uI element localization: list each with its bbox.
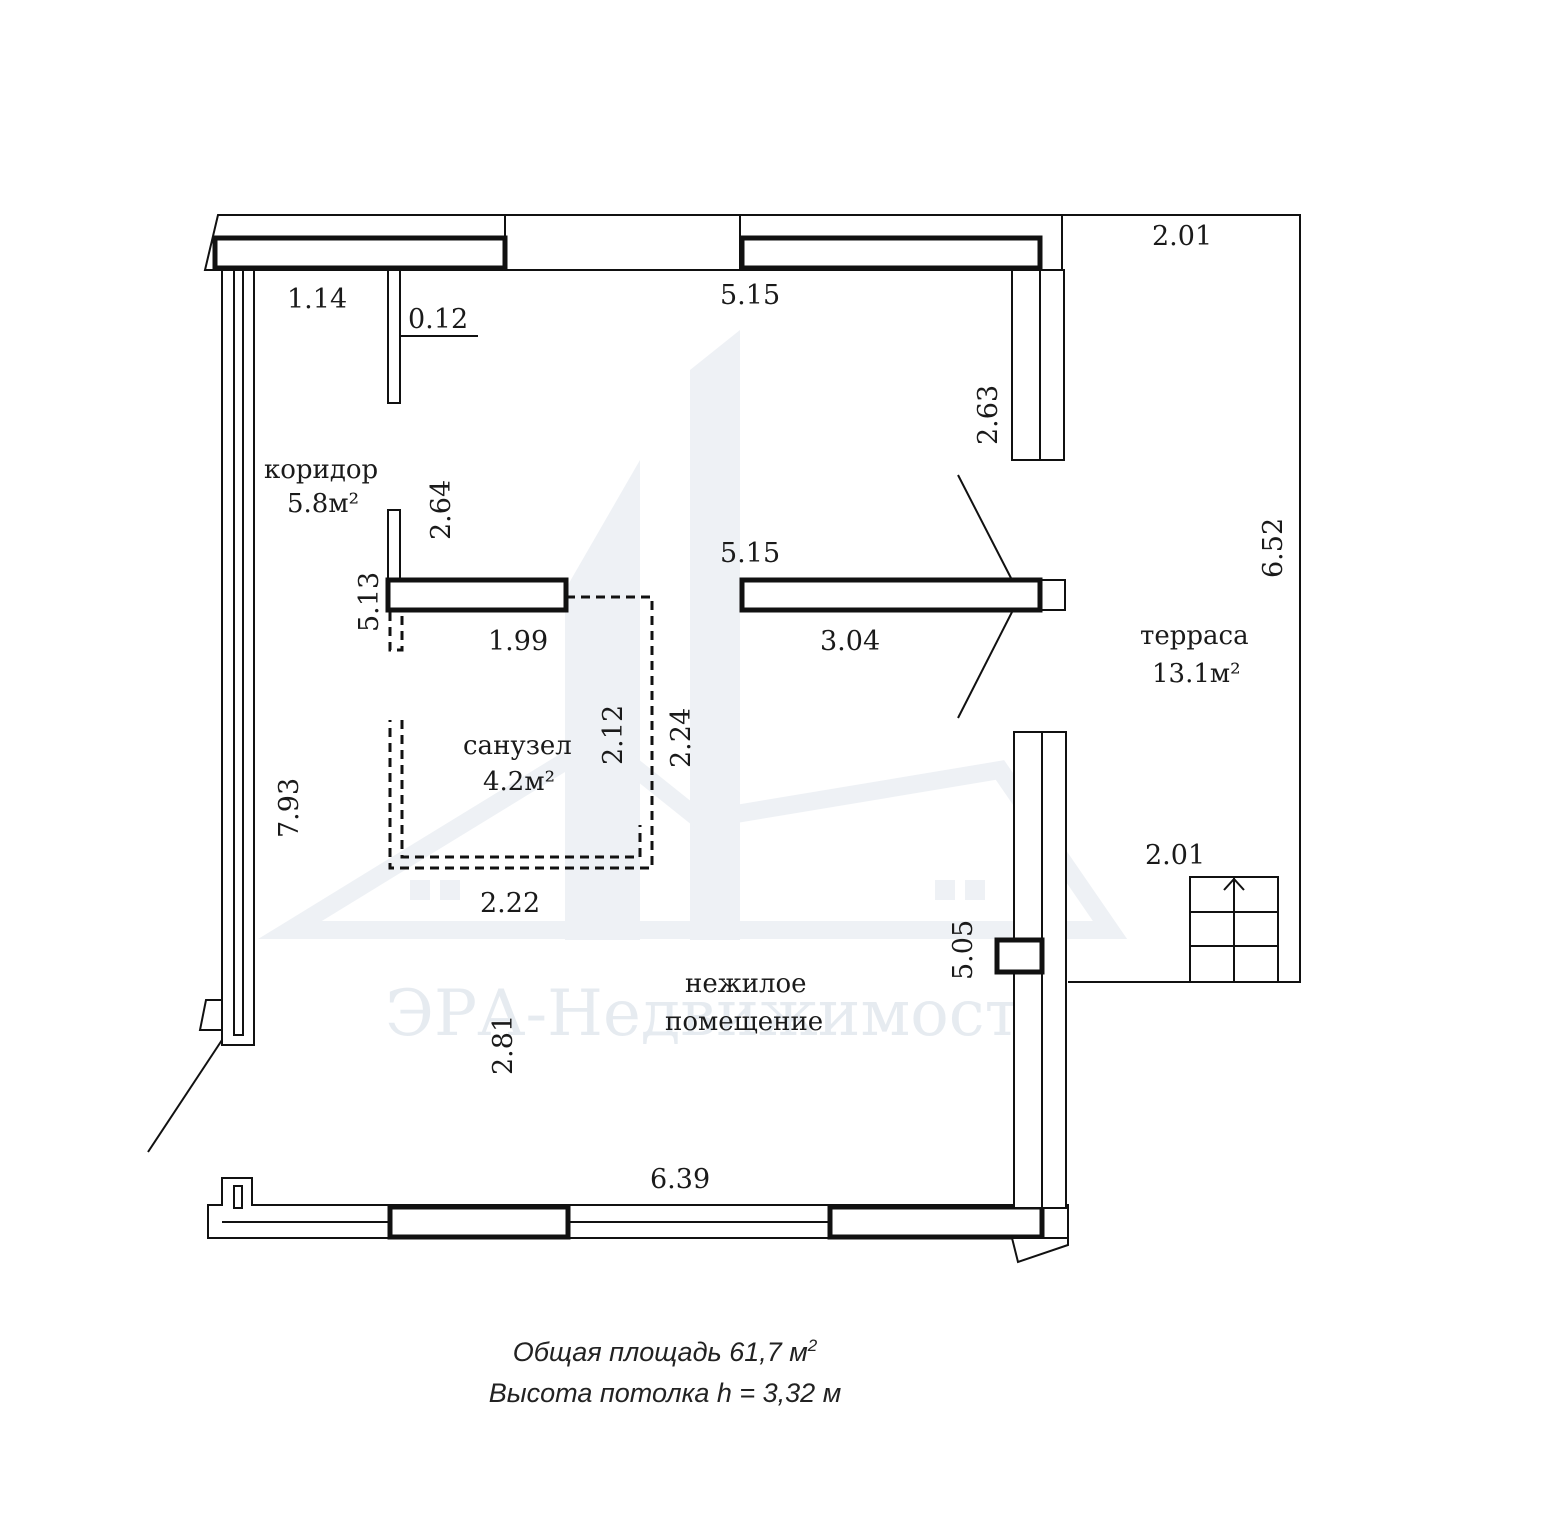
room-terrace-name: терраса <box>1140 621 1249 651</box>
wall-right-lower <box>994 731 1067 1209</box>
dim-bath-wall-top: 1.99 <box>488 626 548 657</box>
wall-top <box>203 214 1063 271</box>
dim-top-left-wall: 1.14 <box>287 284 347 315</box>
watermark <box>258 330 1128 940</box>
dim-terrace-bottom: 2.01 <box>1145 840 1205 871</box>
dim-bottom-wall: 6.39 <box>650 1164 710 1195</box>
stairs-arrow-icon <box>1223 877 1245 891</box>
room-main-name-line2: помещение <box>665 1007 823 1037</box>
window-top-right <box>739 235 1043 271</box>
dim-bath-outer-height: 2.24 <box>666 708 697 768</box>
dim-terrace-depth: 6.52 <box>1258 518 1289 578</box>
caption-total-area-sup: 2 <box>807 1336 818 1355</box>
watermark-window <box>410 880 430 900</box>
room-corridor-area: 5.8м² <box>287 489 359 519</box>
wall-left <box>147 269 255 1153</box>
dim-main-room-depth: 2.81 <box>488 1015 519 1075</box>
dim-partition-thickness: 0.12 <box>408 304 468 335</box>
watermark-window <box>935 880 955 900</box>
stairs <box>1189 876 1279 983</box>
door-terrace <box>957 474 1066 719</box>
dim-bath-bottom: 2.22 <box>480 888 540 919</box>
column <box>994 937 1045 975</box>
watermark-window <box>965 880 985 900</box>
watermark-window <box>440 880 460 900</box>
room-main-name-line1: нежилое <box>685 969 807 999</box>
terrace-outline <box>1062 214 1301 983</box>
window-bottom-left <box>387 1204 571 1240</box>
dim-inner-wall-top: 5.15 <box>720 538 780 569</box>
room-bathroom-area: 4.2м² <box>483 767 555 797</box>
wall-inner-left <box>385 577 569 613</box>
dim-right-wall-lower: 5.05 <box>948 920 979 980</box>
door-swing-entrance <box>147 1039 223 1153</box>
dim-terrace-top: 2.01 <box>1152 221 1212 252</box>
dim-corridor-length: 5.13 <box>354 572 385 632</box>
window-bottom-right <box>827 1204 1045 1240</box>
caption-total-area-text: Общая площадь 61,7 м <box>512 1337 808 1367</box>
door-jamb-left <box>198 999 223 1031</box>
wall-bottom <box>207 1177 1069 1264</box>
caption-total-area: Общая площадь 61,7 м2 <box>0 1336 1330 1368</box>
dim-right-wall-upper: 2.63 <box>973 385 1004 445</box>
watermark-building-left <box>565 460 640 940</box>
watermark-building-right <box>690 330 740 940</box>
partition-corridor <box>387 269 478 583</box>
dim-inner-wall-right: 3.04 <box>820 626 880 657</box>
caption-ceiling-height: Высота потолка h = 3,32 м <box>488 1378 842 1408</box>
dim-bath-inner-height: 2.12 <box>598 705 629 765</box>
room-bathroom-name: санузел <box>463 731 572 761</box>
bathroom-outline <box>388 595 654 870</box>
dim-left-wall: 7.93 <box>274 778 305 838</box>
dim-top-wall: 5.15 <box>720 280 780 311</box>
room-corridor-name: коридор <box>264 455 378 485</box>
watermark-roof <box>258 729 1128 939</box>
room-terrace-area: 13.1м² <box>1152 659 1241 689</box>
wall-inner-right <box>739 577 1043 613</box>
wall-right-upper <box>1011 269 1065 461</box>
watermark-text: ЭРА-Недвижимость <box>385 977 1055 1051</box>
window-top-left <box>212 235 508 271</box>
dim-corridor-partition: 2.64 <box>426 480 457 540</box>
